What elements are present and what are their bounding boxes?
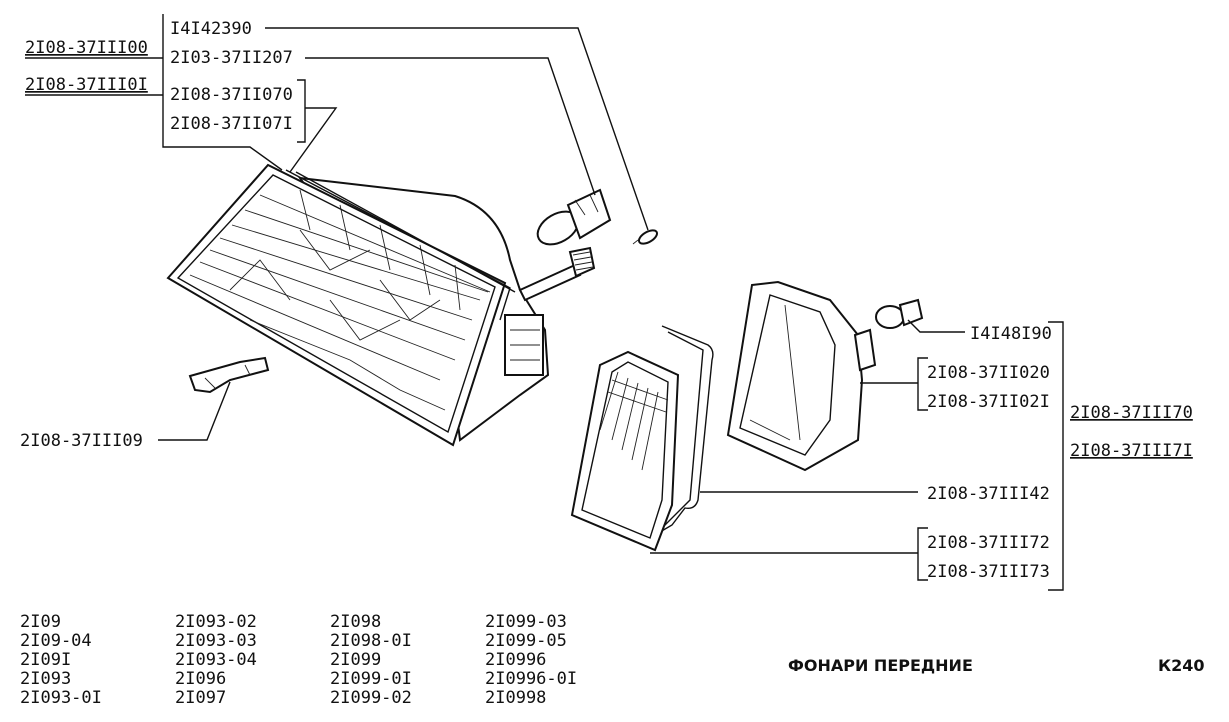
headlamp-bulb-drawing [536, 188, 612, 246]
model-code: 2I0996-0I [485, 669, 577, 689]
callout-headlamp-bulb: 2I03-37II207 [170, 48, 293, 68]
indicator-gasket [659, 325, 714, 533]
model-code: 2I09-04 [20, 631, 92, 651]
headlamp-lens-pattern [189, 189, 491, 411]
model-code: 2I0998 [485, 688, 546, 708]
callout-gasket: 2I08-37III42 [927, 484, 1050, 504]
model-code: 2I093-03 [175, 631, 257, 651]
indicator-housing [726, 280, 864, 472]
model-code: 2I09I [20, 650, 71, 670]
callout-labels: 2I08-37III00 2I08-37III0I I4I42390 2I03-… [20, 19, 1193, 582]
side-bulb-drawing [632, 229, 659, 245]
leader-lines [25, 14, 1064, 591]
callout-headlamp-unit-b: 2I08-37II07I [170, 114, 293, 134]
indicator-drawing [570, 280, 924, 552]
model-code: 2I098-0I [330, 631, 412, 651]
model-code: 2I09 [20, 612, 61, 632]
callout-indicator-housing-b: 2I08-37II02I [927, 392, 1050, 412]
indicator-lens [570, 350, 680, 552]
callout-bracket: 2I08-37III09 [20, 431, 143, 451]
sheet-number: К240 [1158, 656, 1204, 675]
model-code: 2I099 [330, 650, 381, 670]
callout-indicator-assy-left: 2I08-37III70 [1070, 403, 1193, 423]
model-code: 2I093-0I [20, 688, 102, 708]
adjusting-screw [518, 246, 596, 302]
model-code: 2I098 [330, 612, 381, 632]
model-code: 2I093-02 [175, 612, 257, 632]
callout-indicator-bulb: I4I48I90 [970, 324, 1052, 344]
model-code: 2I093 [20, 669, 71, 689]
model-code: 2I099-05 [485, 631, 567, 651]
callout-headlamp-unit-a: 2I08-37II070 [170, 85, 293, 105]
model-code: 2I099-02 [330, 688, 412, 708]
model-list: 2I09 2I09-04 2I09I 2I093 2I093-0I 2I093-… [20, 612, 577, 708]
callout-indicator-assy-right: 2I08-37III7I [1070, 441, 1193, 461]
model-code: 2I096 [175, 669, 226, 689]
headlamp-drawing [166, 163, 596, 447]
sheet-title: ФОНАРИ ПЕРЕДНИЕ [788, 656, 973, 675]
model-code: 2I099-0I [330, 669, 412, 689]
model-code: 2I099-03 [485, 612, 567, 632]
callout-headlamp-assy-right: 2I08-37III0I [25, 75, 148, 95]
bracket-drawing [188, 356, 270, 394]
model-code: 2I097 [175, 688, 226, 708]
model-code: 2I093-04 [175, 650, 257, 670]
callout-indicator-housing-a: 2I08-37II020 [927, 363, 1050, 383]
headlamp-lens [166, 163, 507, 447]
callout-side-bulb: I4I42390 [170, 19, 252, 39]
indicator-lens-pattern [599, 371, 669, 471]
model-code: 2I0996 [485, 650, 546, 670]
callout-lens-b: 2I08-37III73 [927, 562, 1050, 582]
callout-headlamp-assy-left: 2I08-37III00 [25, 38, 148, 58]
callout-lens-a: 2I08-37III72 [927, 533, 1050, 553]
